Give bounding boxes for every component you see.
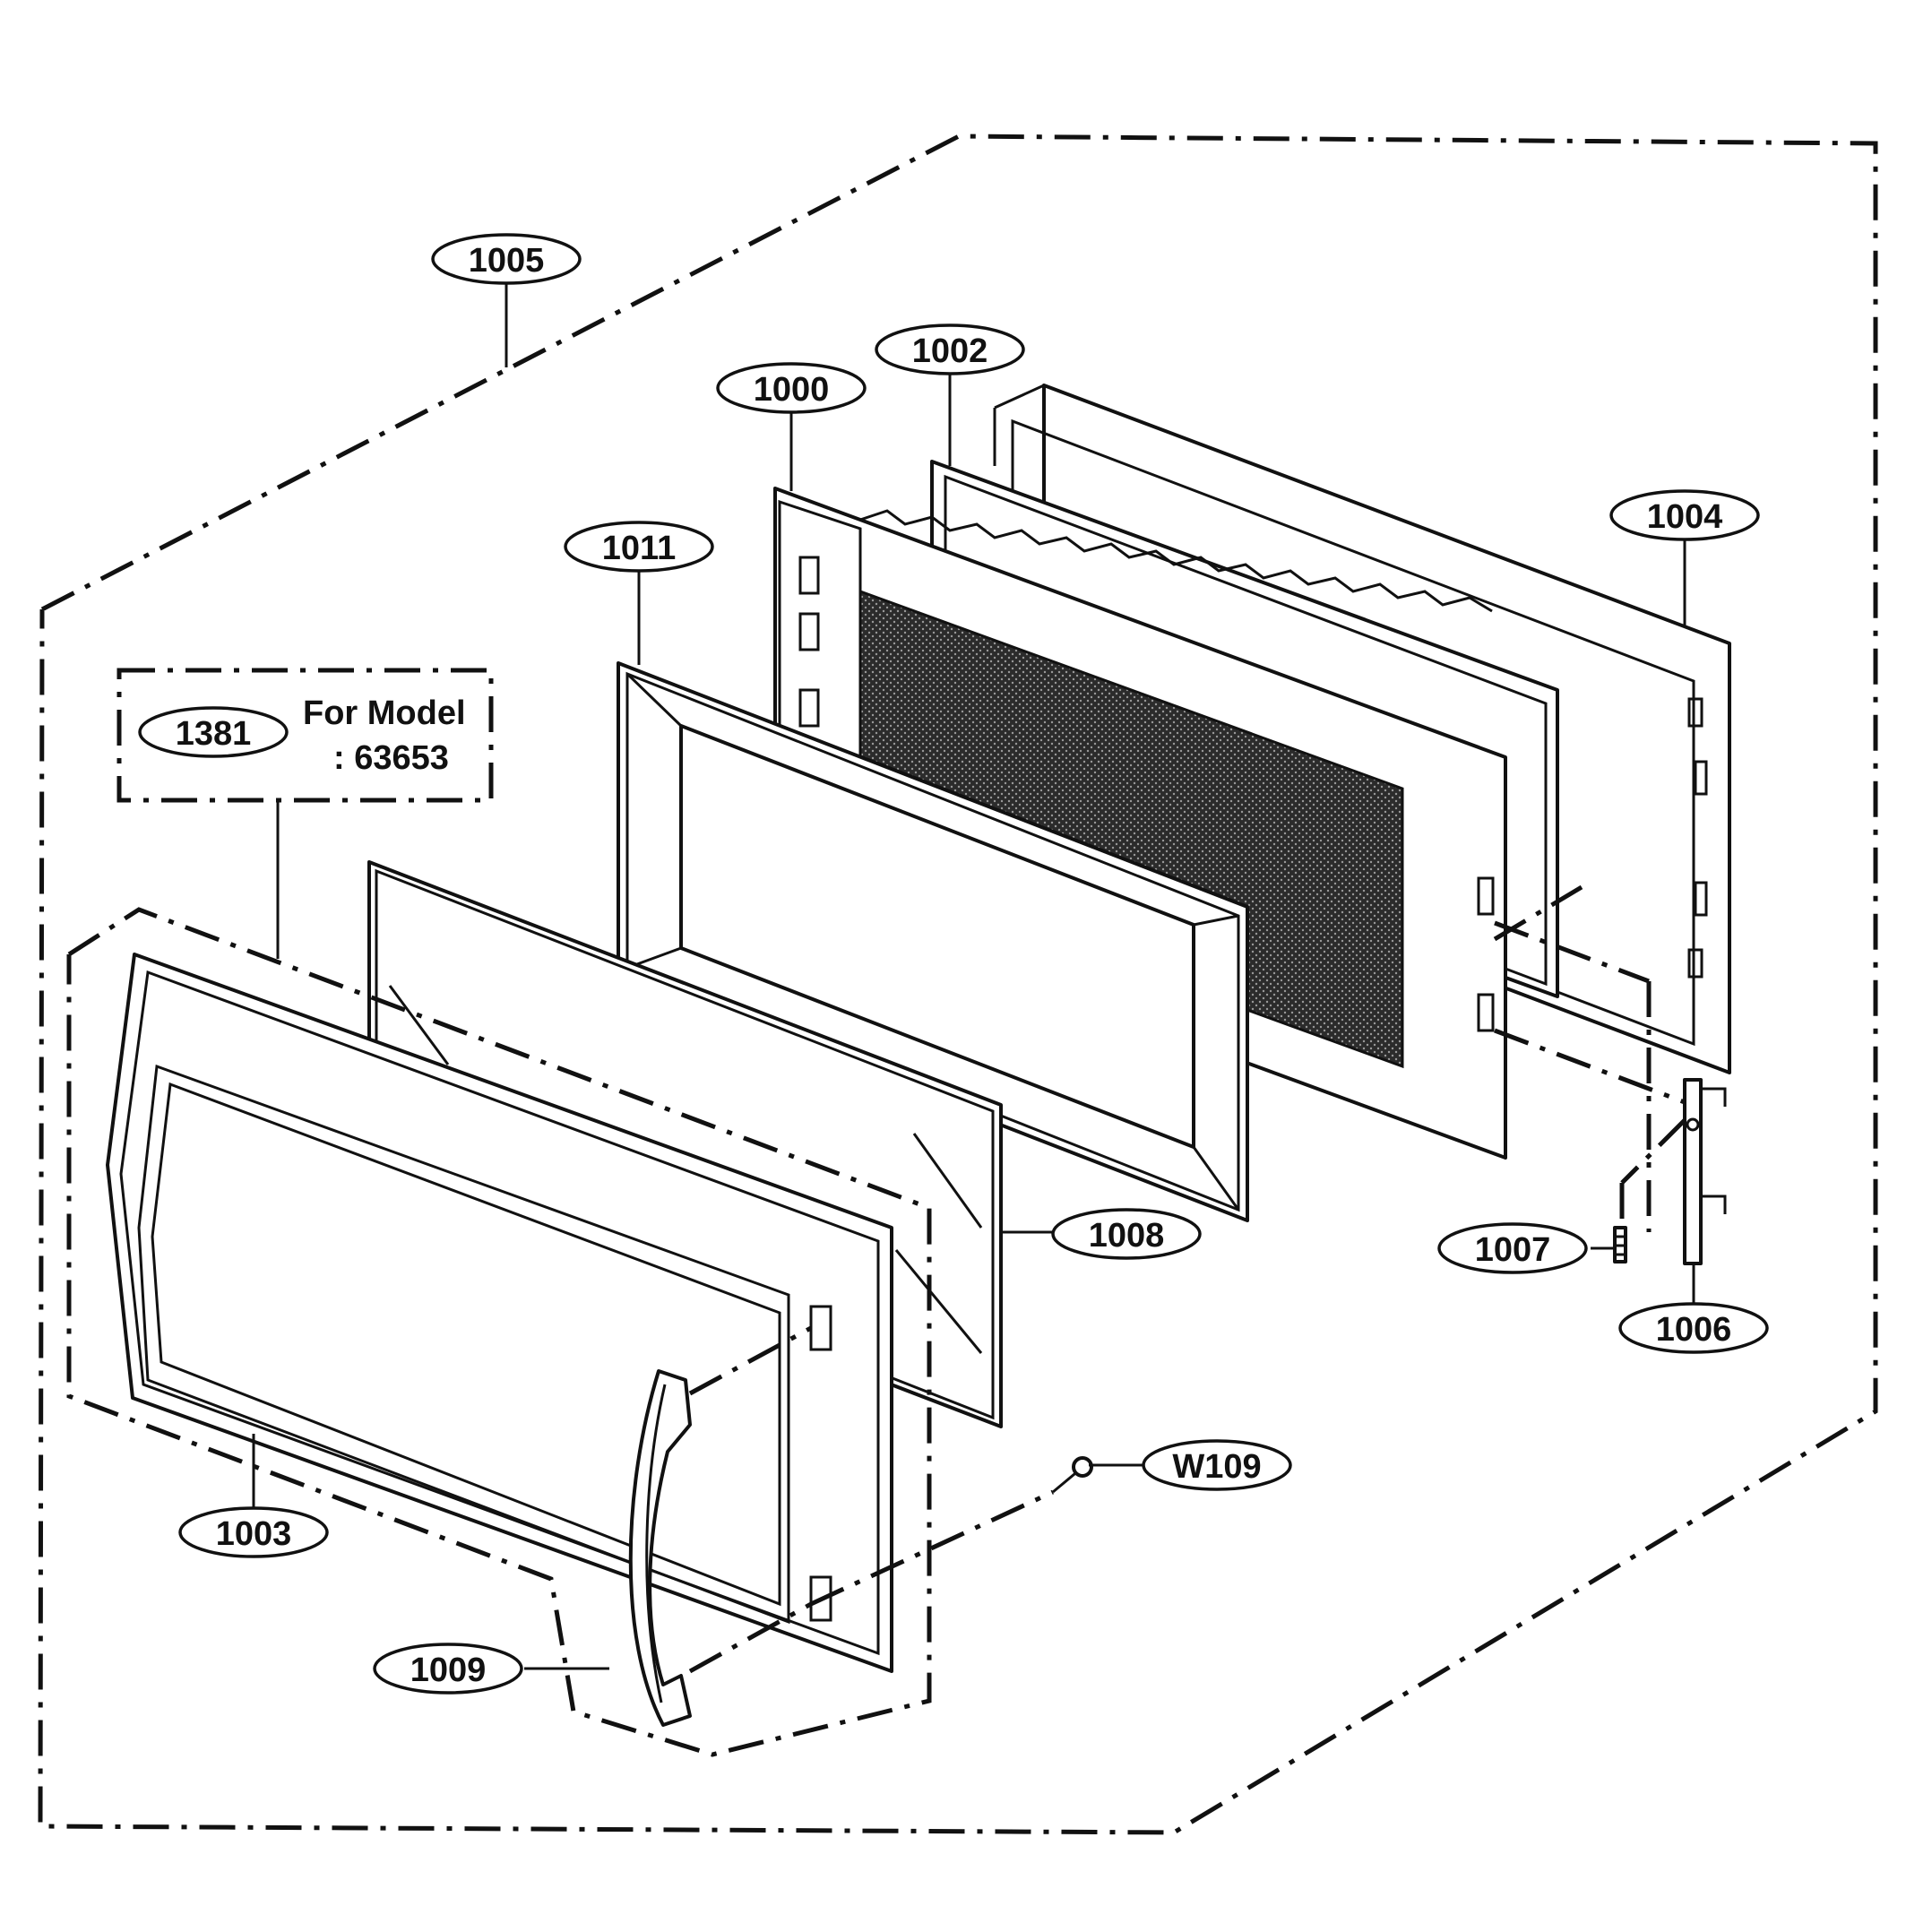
part-1006-latch-hook <box>1683 1078 1727 1265</box>
callout-1000: 1000 <box>716 362 867 414</box>
assembly-guide-lines <box>688 884 1686 1674</box>
callout-1007: 1007 <box>1437 1222 1588 1274</box>
callout-label-1002: 1002 <box>912 332 988 370</box>
model-note-line2: : 63653 <box>333 739 449 777</box>
callout-label-1011: 1011 <box>602 530 676 567</box>
callout-1005: 1005 <box>431 233 582 285</box>
callout-label-1008: 1008 <box>1089 1217 1165 1255</box>
model-note-line1: For Model <box>303 694 466 732</box>
model-note-box: For Model : 63653 <box>116 668 494 803</box>
assembly-boundary <box>38 134 1878 1835</box>
callout-label-1006: 1006 <box>1656 1311 1732 1349</box>
callout-label-1005: 1005 <box>469 242 545 280</box>
callout-label-1004: 1004 <box>1647 498 1723 536</box>
callout-1002: 1002 <box>875 323 1025 375</box>
part-1003-door-front <box>106 953 893 1673</box>
callout-label-1003: 1003 <box>216 1515 292 1553</box>
callout-1003: 1003 <box>178 1506 329 1558</box>
callout-1006: 1006 <box>1618 1302 1769 1354</box>
part-1000-door-inner-mesh <box>773 487 1507 1160</box>
callout-1008: 1008 <box>1051 1208 1202 1260</box>
callout-1381: 1381 <box>138 706 289 758</box>
callout-1004: 1004 <box>1609 489 1760 541</box>
callout-label-1009: 1009 <box>410 1652 487 1689</box>
callout-label-1007: 1007 <box>1475 1231 1551 1269</box>
part-1009-door-handle <box>628 1369 692 1727</box>
callout-label-1381: 1381 <box>176 715 252 753</box>
callout-1011: 1011 <box>564 521 714 573</box>
leader-lines <box>252 279 1695 1670</box>
callout-w109: W109 <box>1142 1439 1292 1491</box>
part-1011-door-frame <box>617 661 1249 1222</box>
option-boundary-1381 <box>66 907 932 1757</box>
part-1007-latch-spring <box>1613 1226 1627 1263</box>
callout-1009: 1009 <box>373 1643 523 1695</box>
callout-label-w109: W109 <box>1172 1448 1261 1486</box>
callout-label-1000: 1000 <box>754 371 830 409</box>
part-w109-screw <box>1052 1456 1093 1494</box>
